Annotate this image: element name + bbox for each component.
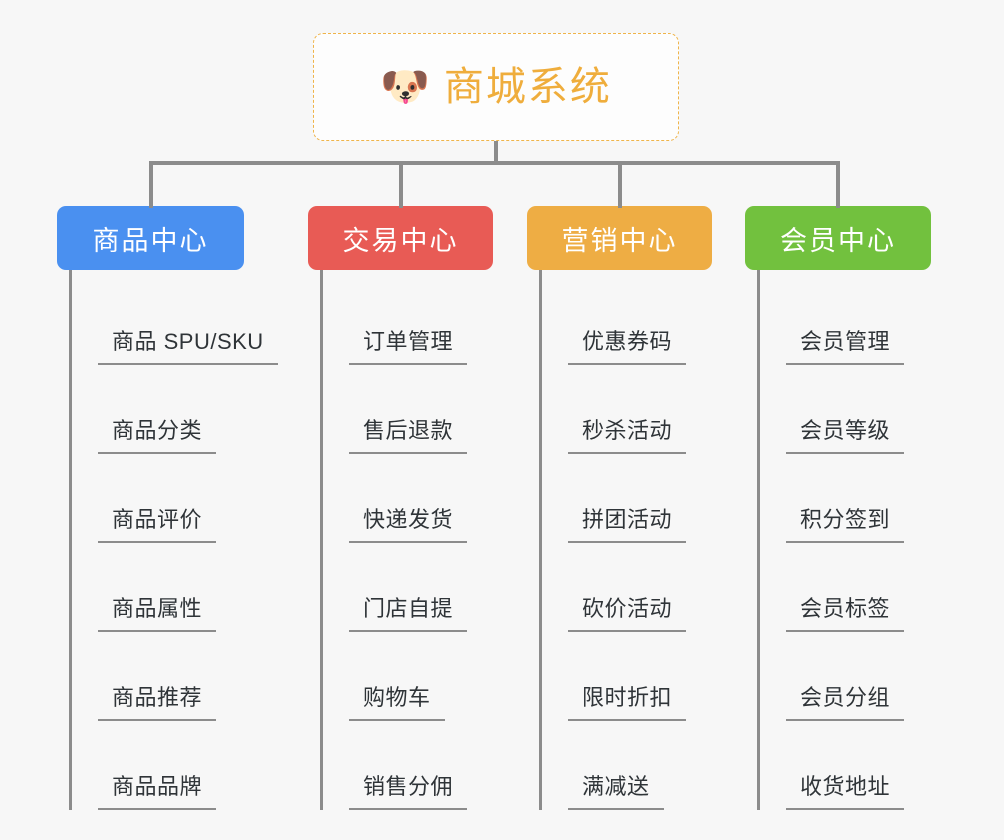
leaf-item[interactable]: 拼团活动 (542, 454, 712, 543)
leaf-item[interactable]: 销售分佣 (323, 721, 493, 810)
leaf-item-label: 会员分组 (786, 680, 905, 721)
leaf-item[interactable]: 商品分类 (72, 365, 244, 454)
leaf-item-label: 快递发货 (349, 502, 468, 543)
leaf-item[interactable]: 积分签到 (760, 454, 931, 543)
bus-drop-connector (836, 161, 840, 208)
leaf-item[interactable]: 商品品牌 (72, 721, 244, 810)
category-header-product-center[interactable]: 商品中心 (57, 206, 244, 270)
category-header-label: 营销中心 (561, 225, 678, 256)
leaf-item-label: 限时折扣 (568, 680, 687, 721)
leaf-item-label: 砍价活动 (568, 591, 687, 632)
leaf-item-label: 会员等级 (786, 413, 905, 454)
leaf-item-label: 会员管理 (786, 324, 905, 365)
bus-drop-connector (149, 161, 153, 208)
category-header-member-center[interactable]: 会员中心 (745, 206, 931, 270)
bus-drop-connector (618, 161, 622, 208)
leaf-item[interactable]: 满减送 (542, 721, 712, 810)
leaf-item[interactable]: 会员管理 (760, 276, 931, 365)
leaf-item-label: 优惠券码 (568, 324, 687, 365)
root-node[interactable]: 🐶 商城系统 (313, 33, 679, 141)
category-header-label: 商品中心 (92, 225, 209, 256)
leaf-item[interactable]: 门店自提 (323, 543, 493, 632)
leaf-item[interactable]: 优惠券码 (542, 276, 712, 365)
leaf-item-label: 商品 SPU/SKU (98, 324, 278, 365)
leaf-item[interactable]: 限时折扣 (542, 632, 712, 721)
dog-face-icon: 🐶 (380, 65, 430, 109)
category-header-label: 交易中心 (342, 225, 459, 256)
leaf-item-label: 商品推荐 (98, 680, 217, 721)
leaf-item[interactable]: 会员等级 (760, 365, 931, 454)
leaf-item-label: 拼团活动 (568, 502, 687, 543)
leaf-item[interactable]: 秒杀活动 (542, 365, 712, 454)
leaf-item-label: 商品品牌 (98, 769, 217, 810)
leaf-item[interactable]: 售后退款 (323, 365, 493, 454)
leaf-item-label: 收货地址 (786, 769, 905, 810)
category-header-marketing-center[interactable]: 营销中心 (527, 206, 712, 270)
branch-trunk-marketing-center: 优惠券码秒杀活动拼团活动砍价活动限时折扣满减送 (539, 270, 712, 810)
leaf-item[interactable]: 购物车 (323, 632, 493, 721)
branch-trunk-trade-center: 订单管理售后退款快递发货门店自提购物车销售分佣 (320, 270, 493, 810)
category-header-label: 会员中心 (780, 225, 896, 256)
leaf-item[interactable]: 收货地址 (760, 721, 931, 810)
leaf-item-label: 销售分佣 (349, 769, 468, 810)
leaf-item-label: 商品分类 (98, 413, 217, 454)
leaf-item-label: 订单管理 (349, 324, 468, 365)
leaf-item-label: 满减送 (568, 769, 664, 810)
leaf-item[interactable]: 商品推荐 (72, 632, 244, 721)
bus-drop-connector (399, 161, 403, 208)
branch-trunk-member-center: 会员管理会员等级积分签到会员标签会员分组收货地址 (757, 270, 931, 810)
leaf-item[interactable]: 会员标签 (760, 543, 931, 632)
leaf-item-label: 积分签到 (786, 502, 905, 543)
leaf-item[interactable]: 商品评价 (72, 454, 244, 543)
category-column-trade-center: 交易中心订单管理售后退款快递发货门店自提购物车销售分佣 (308, 206, 493, 810)
leaf-item-label: 商品评价 (98, 502, 217, 543)
leaf-item-label: 购物车 (349, 680, 445, 721)
leaf-item[interactable]: 会员分组 (760, 632, 931, 721)
root-title: 商城系统 (443, 65, 612, 109)
category-column-marketing-center: 营销中心优惠券码秒杀活动拼团活动砍价活动限时折扣满减送 (527, 206, 712, 810)
branch-trunk-product-center: 商品 SPU/SKU 商品分类商品评价商品属性商品推荐商品品牌 (69, 270, 278, 810)
root-stem-connector (494, 141, 498, 165)
leaf-item[interactable]: 商品属性 (72, 543, 244, 632)
leaf-item-label: 商品属性 (98, 591, 217, 632)
category-header-trade-center[interactable]: 交易中心 (308, 206, 493, 270)
leaf-item[interactable]: 砍价活动 (542, 543, 712, 632)
category-column-product-center: 商品中心商品 SPU/SKU 商品分类商品评价商品属性商品推荐商品品牌 (57, 206, 278, 810)
leaf-item[interactable]: 订单管理 (323, 276, 493, 365)
leaf-item[interactable]: 快递发货 (323, 454, 493, 543)
category-column-member-center: 会员中心会员管理会员等级积分签到会员标签会员分组收货地址 (745, 206, 931, 810)
leaf-item-label: 会员标签 (786, 591, 905, 632)
root-bus-connector (149, 161, 840, 165)
leaf-item-label: 售后退款 (349, 413, 468, 454)
leaf-item[interactable]: 商品 SPU/SKU (72, 276, 278, 365)
leaf-item-label: 秒杀活动 (568, 413, 687, 454)
leaf-item-label: 门店自提 (349, 591, 468, 632)
